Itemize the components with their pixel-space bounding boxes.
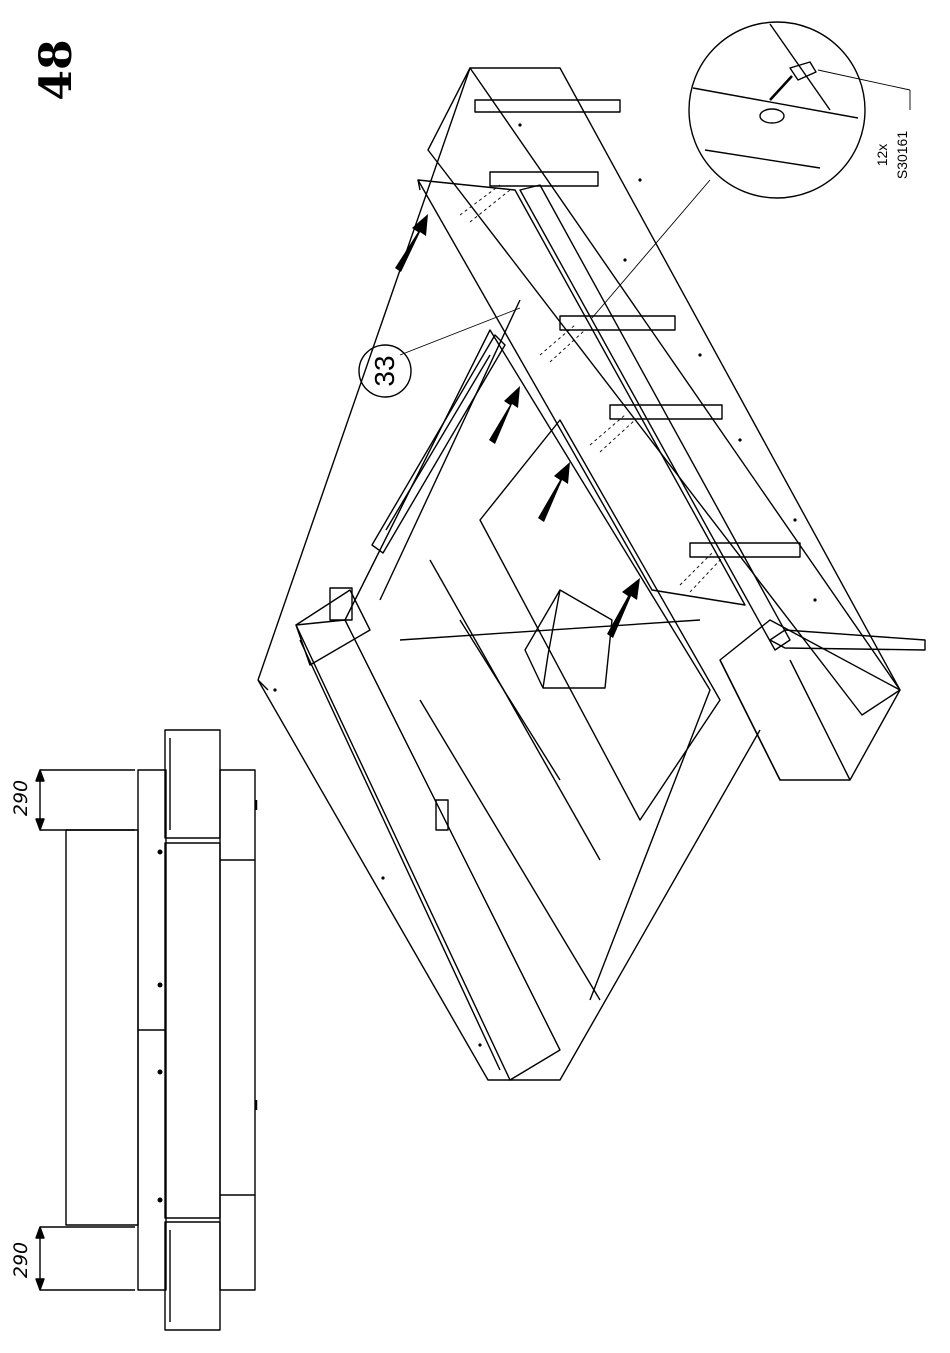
bracket-2	[560, 316, 675, 330]
side-view-drawer-bottom	[165, 1222, 220, 1330]
dimension-line-top	[36, 770, 135, 830]
arrow-4	[607, 578, 640, 638]
bracket-head	[330, 588, 352, 620]
screw-hole	[760, 109, 784, 123]
side-view-diagram	[36, 730, 256, 1330]
dimension-label-bottom: 290	[9, 1235, 33, 1285]
step-number: 48	[37, 25, 77, 115]
bed-frame-isometric	[258, 68, 925, 1080]
dimension-label-top: 290	[9, 773, 33, 823]
left-side-rail	[296, 620, 560, 1080]
screw-detail-callout	[592, 22, 910, 318]
hardware-code: S30161	[893, 123, 911, 187]
arrow-2	[489, 386, 520, 444]
drawer-box-small	[525, 590, 612, 688]
hardware-quantity: 12x	[873, 135, 891, 175]
bottom-board	[480, 420, 720, 820]
side-view-drawer-top	[165, 730, 220, 838]
arrow-3	[538, 462, 570, 522]
side-view-panel	[66, 830, 138, 1225]
bracket-4	[690, 543, 800, 557]
direction-arrows	[395, 214, 640, 638]
right-side-rail	[428, 68, 900, 715]
front-rail	[520, 185, 790, 650]
dimension-line-bottom	[36, 1227, 135, 1290]
arrow-1	[395, 214, 428, 272]
part-number-label: 33	[370, 344, 400, 398]
